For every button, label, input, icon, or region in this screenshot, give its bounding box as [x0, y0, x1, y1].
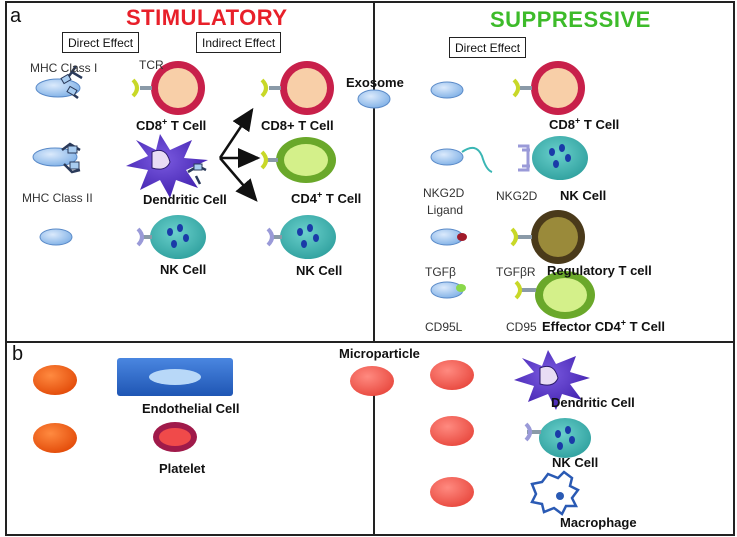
dendritic-cell-a — [126, 134, 208, 198]
macrophage — [530, 470, 580, 516]
nkg2d-ligand-label-1: NKG2D — [423, 186, 465, 200]
nkg2d-ligand-label-2: Ligand — [427, 203, 464, 217]
panel-b-letter: b — [12, 343, 24, 365]
sup-exosome-1 — [430, 81, 464, 99]
treg-label: Regulatory T cell — [547, 263, 652, 278]
exosome-label: Exosome — [346, 75, 404, 90]
tcr-label: TCR — [139, 58, 164, 72]
platelet — [153, 422, 197, 452]
stimulatory-title: STIMULATORY — [126, 5, 288, 30]
mhc2-label: MHC Class II — [22, 191, 93, 205]
endothelial-label: Endothelial Cell — [142, 401, 240, 416]
cd4-label: CD4+ T Cell — [291, 189, 362, 206]
mhc2-exosome — [32, 142, 81, 174]
mp-red-center — [350, 366, 394, 396]
indirect-arrows — [218, 107, 261, 202]
nkg2d-label: NKG2D — [496, 189, 538, 203]
regulatory-t-cell — [510, 210, 585, 264]
mp-orange-1 — [33, 365, 77, 395]
mhc1-exosome — [35, 65, 83, 99]
cd95-label: CD95 — [506, 320, 537, 334]
cd95l-label: CD95L — [425, 320, 463, 334]
sup-cd8-label: CD8+ T Cell — [549, 115, 620, 132]
microparticle-label: Microparticle — [339, 346, 420, 361]
nk-cell-direct — [136, 215, 206, 259]
mhc1-label: MHC Class I — [30, 61, 98, 75]
dendritic-b-label: Dendritic Cell — [551, 395, 635, 410]
nk-indirect-label: NK Cell — [296, 263, 343, 278]
mp-red-1 — [430, 360, 474, 390]
nk-b-label: NK Cell — [552, 455, 599, 470]
endothelial-cell — [117, 358, 233, 396]
mp-red-3 — [430, 477, 474, 507]
cd8-direct-label: CD8+ T Cell — [136, 116, 207, 133]
cd95l-exosome — [430, 281, 466, 299]
nk-cell-b — [524, 418, 591, 458]
plain-exosome-a — [39, 228, 73, 246]
suppressive-title: SUPPRESSIVE — [490, 7, 651, 32]
exosome-center — [357, 89, 391, 109]
dendritic-label: Dendritic Cell — [143, 192, 227, 207]
cd8-t-cell-indirect — [260, 61, 334, 115]
mp-red-2 — [430, 416, 474, 446]
indirect-effect-box: Indirect Effect — [196, 32, 282, 53]
nk-cell-indirect — [266, 215, 336, 259]
sup-cd8-t-cell — [512, 61, 585, 115]
sup-nk-cell — [518, 136, 588, 180]
cd8-indirect-label: CD8+ T Cell — [261, 118, 334, 133]
direct-effect-left-box: Direct Effect — [62, 32, 140, 53]
dendritic-cell-b — [514, 350, 590, 410]
effector-cd4-label: Effector CD4+ T Cell — [542, 317, 666, 334]
tgfb-exosome — [430, 228, 467, 246]
cd4-t-cell — [260, 137, 336, 183]
nkg2d-ligand-exosome — [430, 146, 493, 173]
sup-nk-label: NK Cell — [560, 188, 607, 203]
platelet-label: Platelet — [159, 461, 206, 476]
tgfbr-label: TGFβR — [496, 265, 536, 279]
panel-a-letter: a — [10, 5, 22, 27]
mp-orange-2 — [33, 423, 77, 453]
cd8-t-cell-direct — [131, 61, 205, 115]
macrophage-label: Macrophage — [560, 515, 637, 530]
effector-cd4-t-cell — [514, 271, 595, 319]
tgfb-label: TGFβ — [425, 265, 456, 279]
outer-frame — [5, 1, 735, 536]
nk-direct-label: NK Cell — [160, 262, 207, 277]
direct-effect-right-box: Direct Effect — [449, 37, 527, 58]
